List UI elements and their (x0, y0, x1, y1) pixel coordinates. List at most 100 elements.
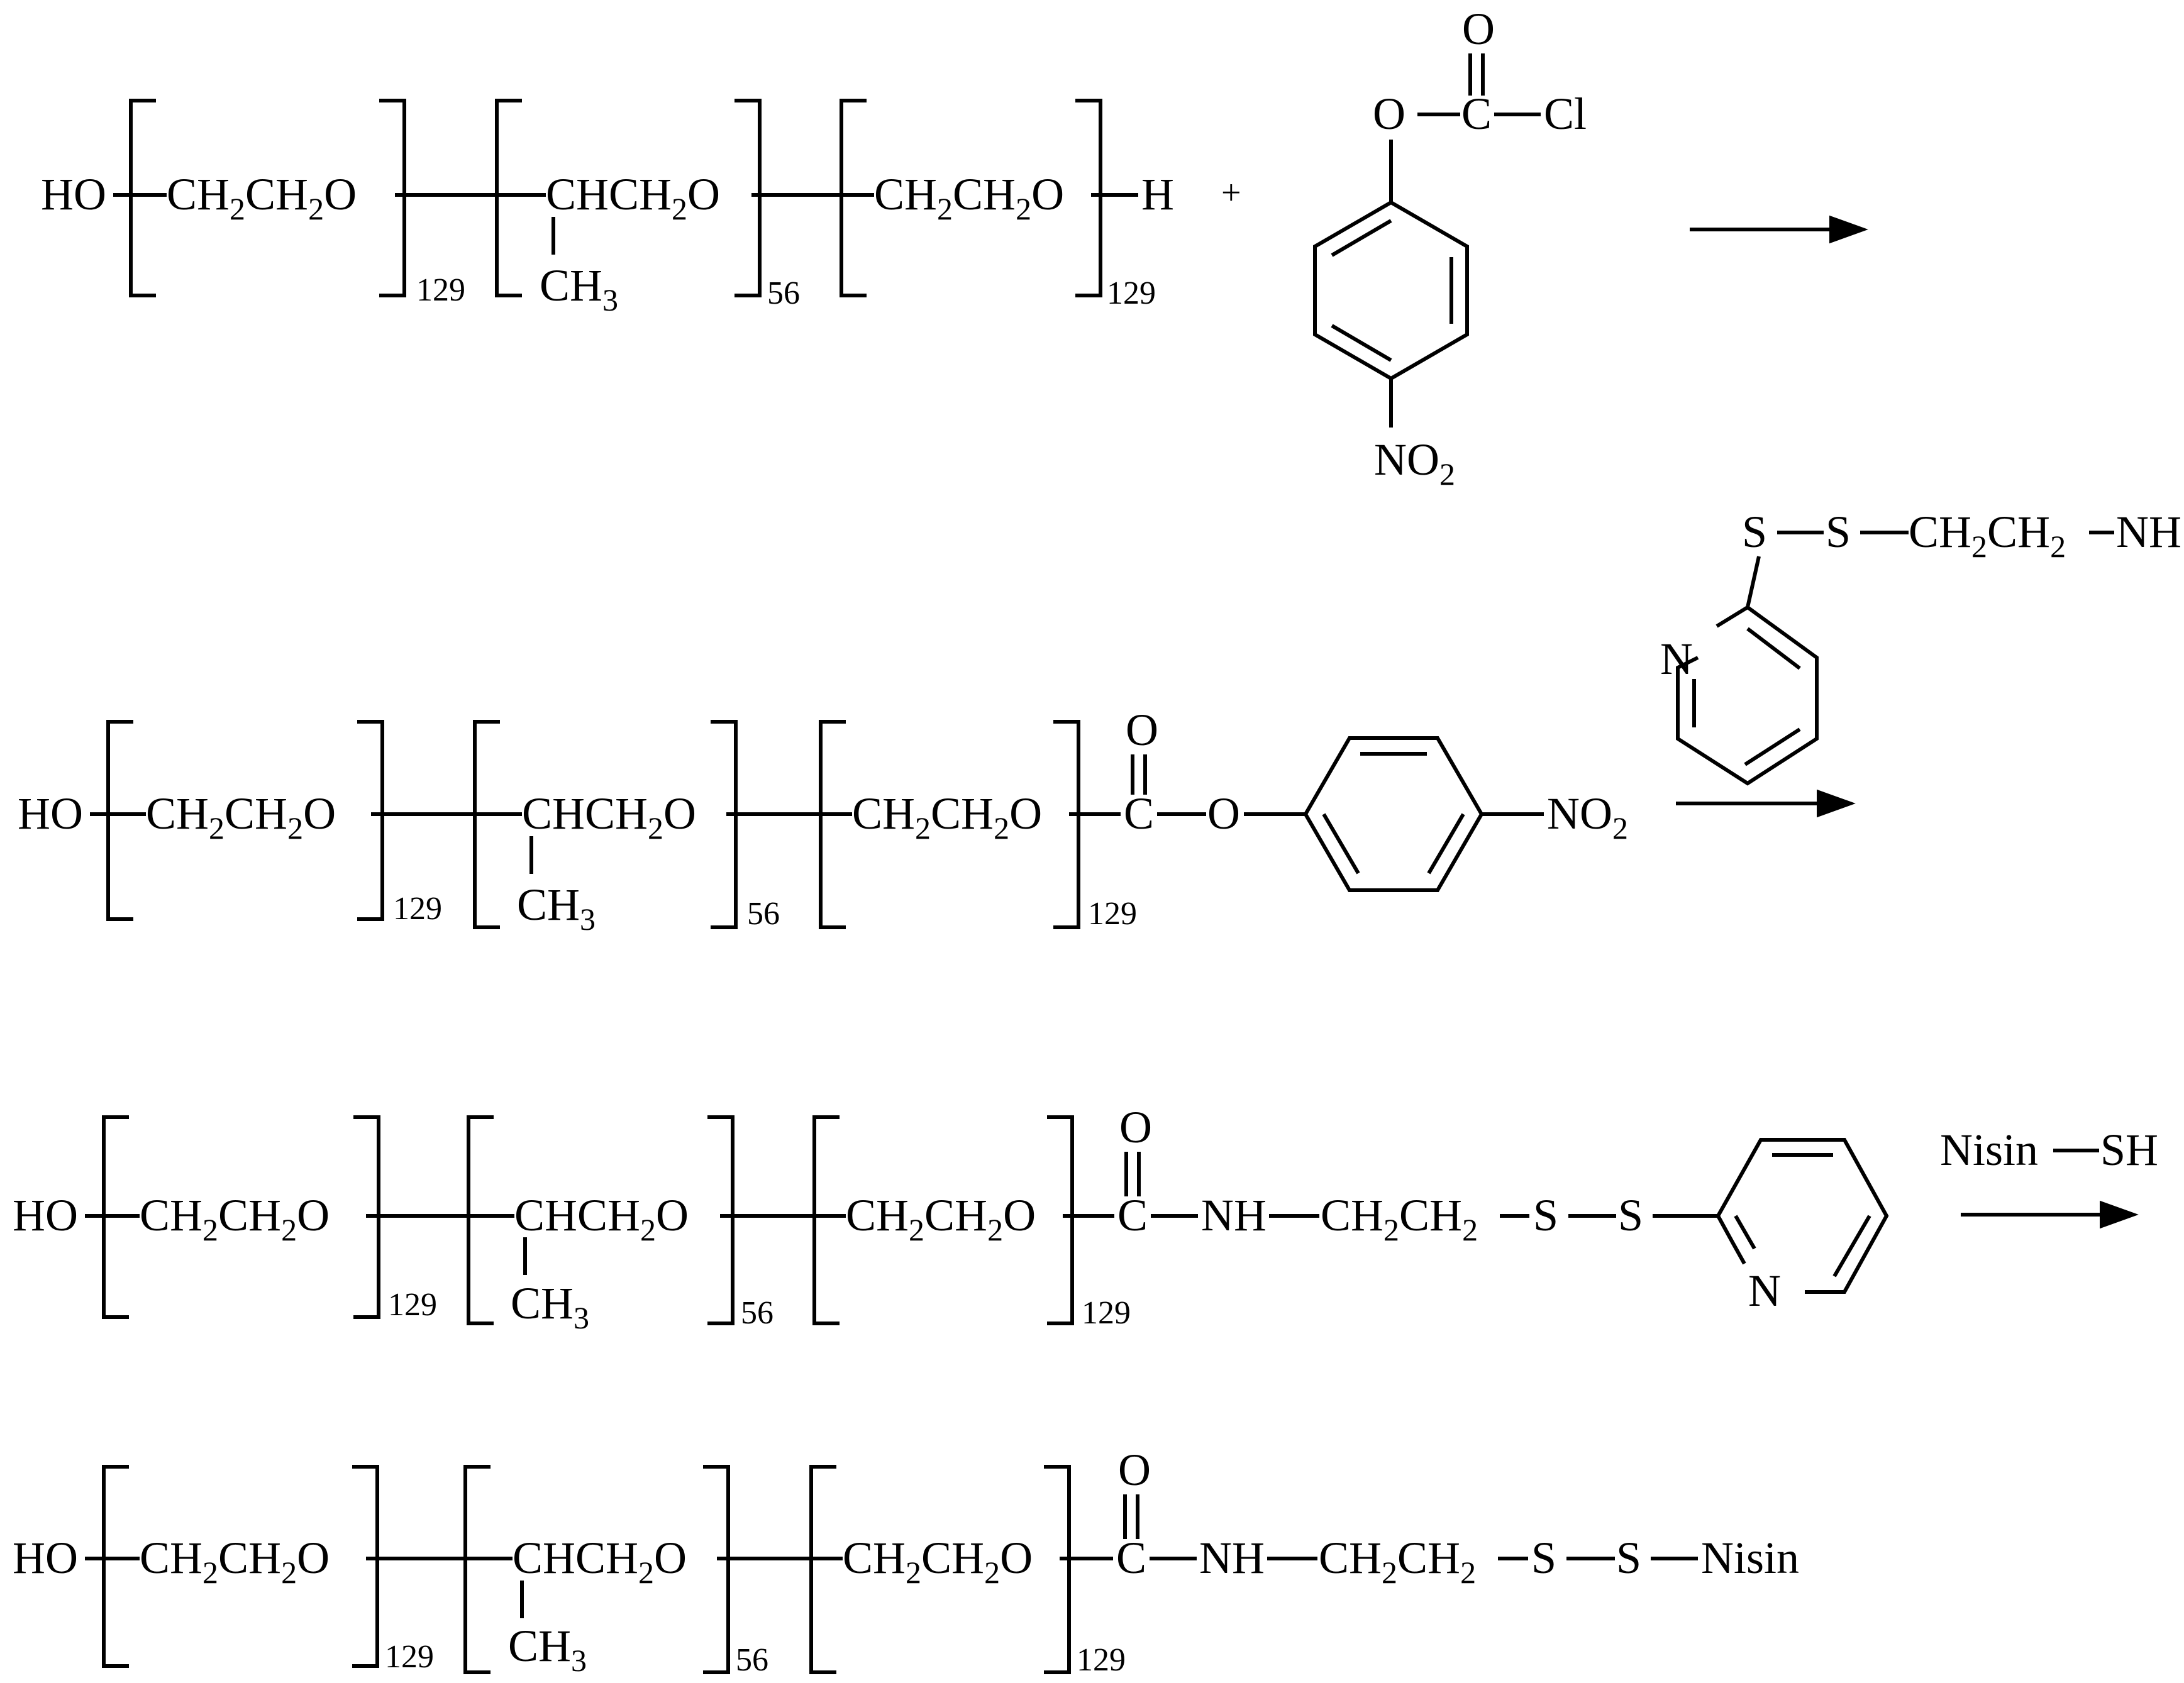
carbonyl-o: O (1462, 4, 1495, 54)
repeat-count-eo-2: 129 (1107, 275, 1156, 311)
carbamate-nh: NH (1199, 1533, 1265, 1583)
sulfur: S (1531, 1533, 1556, 1583)
chlorine: Cl (1544, 89, 1587, 139)
sulfur: S (1826, 507, 1851, 557)
ethylene-linker: CH2CH2 (1319, 1533, 1476, 1590)
pyridine-nitrogen: N (1748, 1266, 1781, 1316)
amine-group: NH (2116, 507, 2181, 557)
arrow-head (2100, 1200, 2139, 1229)
eo-block-1-formula: CH2CH2O (167, 169, 357, 226)
bond (1744, 727, 1801, 766)
eo-block-2-formula: CH2CH2O (874, 169, 1064, 226)
sulfur: S (1533, 1190, 1558, 1240)
row3-pyridyl-disulfide-conjugate: HO CH2CH2O 129 CHCH2O CH3 56 CH2CH2O 129… (13, 1102, 1889, 1335)
bracket-left (467, 1115, 494, 1325)
bracket-left (102, 1465, 129, 1668)
eo-block-1-formula: CH2CH2O (140, 1190, 330, 1247)
repeat-count-eo-1: 129 (388, 1287, 437, 1323)
methyl-group: CH3 (540, 260, 618, 317)
carbonyl-c: C (1117, 1190, 1148, 1240)
bond (1746, 556, 1761, 608)
po-block-formula: CHCH2O (513, 1533, 687, 1590)
bracket-left (463, 1465, 491, 1674)
terminal-h: H (1141, 169, 1174, 219)
ethylene-linker: CH2CH2 (1909, 507, 2066, 564)
bracket-right (357, 720, 384, 921)
po-block-formula: CHCH2O (522, 788, 696, 846)
repeat-count-eo-2: 129 (1077, 1642, 1126, 1678)
bracket-right (1044, 1465, 1071, 1674)
nitrophenyl-chloroformate: O C Cl O NO2 (1313, 4, 1587, 492)
row4-nisin-conjugate: HO CH2CH2O 129 CHCH2O CH3 56 CH2CH2O 129… (13, 1445, 1799, 1678)
ethylene-linker: CH2CH2 (1321, 1190, 1478, 1247)
bracket-right (734, 99, 762, 297)
repeat-count-eo-2: 129 (1082, 1295, 1131, 1331)
carbonyl-c: C (1124, 788, 1154, 839)
ester-o: O (1207, 788, 1240, 839)
ho-group: HO (41, 169, 106, 219)
bracket-right (1075, 99, 1102, 297)
bracket-left (473, 720, 500, 929)
eo-block-2-formula: CH2CH2O (846, 1190, 1036, 1247)
carbonyl-c: C (1116, 1533, 1146, 1583)
pyridyl-dithio-ethylamine-reagent: S S CH2CH2 NH N (1660, 507, 2181, 786)
arrow-head (1829, 215, 1868, 244)
bond (1322, 813, 1360, 875)
bracket-right (711, 720, 738, 929)
repeat-count-po: 56 (747, 896, 780, 932)
benzene-ring (1313, 200, 1469, 381)
repeat-count-po: 56 (736, 1642, 768, 1678)
sulfur: S (1616, 1533, 1641, 1583)
bracket-right (352, 1465, 379, 1668)
bracket-left (102, 1115, 129, 1319)
methyl-group: CH3 (508, 1621, 587, 1678)
nitro-group: NO2 (1547, 788, 1628, 846)
nisin-label: Nisin (1701, 1533, 1799, 1583)
repeat-count-eo-1: 129 (416, 272, 465, 308)
sulfur: S (1618, 1190, 1643, 1240)
bracket-left (840, 99, 867, 297)
ester-o: O (1373, 89, 1405, 139)
bracket-left (812, 1115, 840, 1325)
bond (1746, 627, 1801, 670)
pyridine-nitrogen: N (1660, 634, 1693, 684)
repeat-count-po: 56 (741, 1295, 773, 1331)
bracket-left (495, 99, 522, 297)
eo-block-1-formula: CH2CH2O (140, 1533, 330, 1590)
repeat-count-eo-1: 129 (385, 1639, 434, 1675)
repeat-count-po: 56 (767, 275, 800, 311)
bracket-left (809, 1465, 836, 1674)
eo-block-2-formula: CH2CH2O (852, 788, 1042, 846)
bond (1427, 813, 1465, 875)
bracket-right (1053, 720, 1080, 929)
bracket-left (106, 720, 133, 921)
bracket-right (707, 1115, 734, 1325)
ho-group: HO (18, 788, 83, 839)
pyridine-ring-bond (1716, 1215, 1746, 1265)
ho-group: HO (13, 1190, 78, 1240)
bracket-right (379, 99, 406, 297)
carbamate-nh: NH (1201, 1190, 1267, 1240)
bond (1331, 324, 1392, 362)
carbonyl-c: C (1461, 89, 1492, 139)
repeat-count-eo-1: 129 (393, 891, 442, 927)
methyl-group: CH3 (517, 880, 596, 937)
row2-activated-carbonate: HO CH2CH2O 129 CHCH2O CH3 56 CH2CH2O 129… (18, 705, 1628, 937)
sulfur: S (1742, 507, 1767, 557)
bracket-right (703, 1465, 730, 1674)
methyl-group: CH3 (511, 1278, 589, 1335)
pyridine-ring (1676, 605, 1819, 786)
bond (1734, 1215, 1756, 1250)
po-block-formula: CHCH2O (546, 169, 720, 226)
carbonyl-o: O (1118, 1445, 1151, 1495)
eo-block-2-formula: CH2CH2O (843, 1533, 1033, 1590)
bracket-right (1047, 1115, 1074, 1325)
bracket-left (819, 720, 846, 929)
po-block-formula: CHCH2O (514, 1190, 689, 1247)
bond (1832, 1215, 1871, 1277)
benzene-ring (1303, 736, 1484, 892)
arrow-head (1817, 789, 1856, 818)
pyridine-ring (1716, 1138, 1889, 1294)
nisin-label: Nisin (1940, 1125, 2038, 1175)
